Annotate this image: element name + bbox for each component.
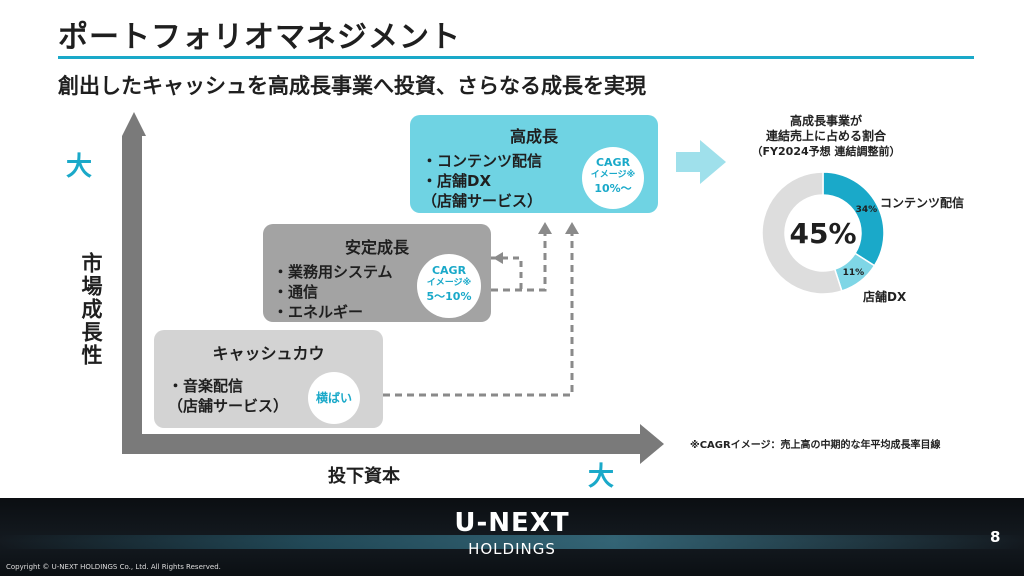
y-axis-big-label: 大 bbox=[66, 152, 93, 182]
box-stable-growth-item: ・業務用システム bbox=[273, 263, 393, 281]
legend-store-dx: 店舗DX bbox=[863, 290, 907, 304]
box-high-growth-item: （店舗サービス） bbox=[422, 192, 543, 210]
box-cash-cow-item: ・音楽配信 bbox=[168, 377, 244, 395]
legend-content-delivery: コンテンツ配信 bbox=[880, 196, 965, 210]
connector-loop-arrowhead bbox=[493, 252, 503, 264]
box-stable-growth: 安定成長 ・業務用システム ・通信 ・エネルギー CAGR イメージ※ 5～10… bbox=[263, 224, 491, 322]
donut-slice bbox=[822, 171, 885, 267]
box-cash-cow-bubble: 横ばい bbox=[308, 372, 360, 424]
page-number: 8 bbox=[990, 528, 1001, 546]
box-high-growth-bubble: CAGR イメージ※ 10%～ bbox=[582, 147, 644, 209]
box-cash-cow: キャッシュカウ ・音楽配信 （店舗サービス） 横ばい bbox=[154, 330, 383, 428]
connector-mid-loop bbox=[491, 256, 523, 290]
connector-mid-to-high bbox=[491, 232, 547, 292]
company-logo: U-NEXT bbox=[454, 508, 570, 538]
x-axis-label: 投下資本 bbox=[328, 466, 400, 487]
box-high-growth-title: 高成長 bbox=[509, 127, 558, 146]
x-axis-big-label: 大 bbox=[588, 462, 615, 492]
box-high-growth-item: ・コンテンツ配信 bbox=[422, 152, 543, 170]
box-cash-cow-title: キャッシュカウ bbox=[212, 344, 325, 363]
box-high-growth: 高成長 ・コンテンツ配信 ・店舗DX （店舗サービス） CAGR イメージ※ 1… bbox=[410, 115, 658, 213]
donut-slice bbox=[761, 171, 843, 295]
connector-mid-arrowhead bbox=[538, 222, 552, 234]
footer-glow bbox=[0, 535, 1024, 549]
donut-center-label: 45% bbox=[789, 217, 856, 250]
copyright-text: Copyright © U-NEXT HOLDINGS Co., Ltd. Al… bbox=[6, 563, 221, 571]
donut-slice-label: 34% bbox=[856, 205, 878, 215]
page-title: ポートフォリオマネジメント bbox=[58, 20, 461, 55]
donut-title: 高成長事業が 連結売上に占める割合 （FY2024予想 連結調整前） bbox=[751, 114, 901, 158]
connector-low-arrowhead bbox=[565, 222, 579, 234]
connector-low-to-high bbox=[383, 232, 574, 397]
x-axis-arrow bbox=[122, 424, 664, 464]
box-stable-growth-bubble: CAGR イメージ※ 5～10% bbox=[417, 254, 481, 318]
result-arrow bbox=[676, 140, 726, 184]
donut-chart: 34% 11% 45% bbox=[761, 171, 885, 295]
page-subtitle: 創出したキャッシュを高成長事業へ投資、さらなる成長を実現 bbox=[58, 74, 646, 98]
cagr-footnote: ※CAGRイメージ：売上高の中期的な年平均成長率目線 bbox=[690, 440, 941, 451]
y-axis-arrow bbox=[122, 112, 146, 446]
box-stable-growth-item: ・エネルギー bbox=[273, 303, 364, 321]
y-axis-label: 市場成長性 bbox=[79, 252, 103, 367]
box-cash-cow-item: （店舗サービス） bbox=[168, 397, 289, 415]
box-high-growth-item: ・店舗DX bbox=[422, 172, 492, 190]
box-stable-growth-item: ・通信 bbox=[273, 283, 319, 301]
donut-slice-label: 11% bbox=[843, 268, 865, 278]
company-logo-sub: HOLDINGS bbox=[468, 540, 556, 558]
footer-band bbox=[0, 498, 1024, 576]
title-underline bbox=[58, 56, 974, 59]
box-stable-growth-title: 安定成長 bbox=[344, 238, 409, 257]
